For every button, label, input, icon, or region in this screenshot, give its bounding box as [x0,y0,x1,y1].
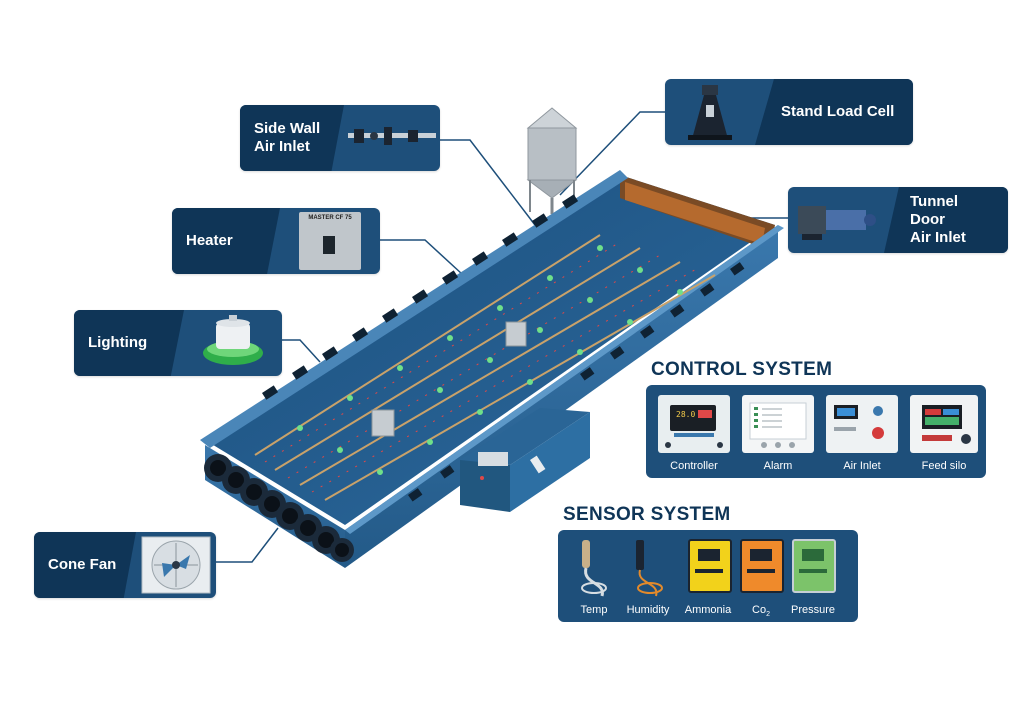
controller-icon: 28.0 [665,405,723,448]
temp-caption: Temp [580,604,608,616]
heater-unit [505,321,527,347]
callout-side-wall-air-inlet: Side Wall Air Inlet [240,105,440,171]
side-wall-air-inlet-label: Side Wall Air Inlet [254,120,321,155]
lamp-icon [203,315,263,365]
ammonia-sensor-icon [688,539,732,593]
controller-card: 28.0 [658,395,730,453]
air-inlet-controller-card [826,395,898,453]
callout-tunnel-door-air-inlet: Tunnel Door Air Inlet [788,187,1008,253]
svg-text:28.0: 28.0 [676,410,695,419]
heater-icon: MASTER CF 75 [299,212,361,270]
feeder-lines [254,234,716,501]
co2-label: Co [752,604,767,616]
leader-lines [216,111,788,563]
feed-silo-caption: Feed silo [921,460,967,472]
lighting-label: Lighting [88,334,148,351]
stand-load-cell-label: Stand Load Cell [781,103,895,120]
alarm-caption: Alarm [763,460,793,472]
feed-silo-controller-card [910,395,978,453]
sensor-system-panel: Temp Humidity Ammonia Co2 Pressure [558,530,858,622]
front-wall-inlets [407,262,745,502]
ammonia-caption: Ammonia [684,604,732,616]
fan-icon [141,536,211,594]
alarm-icon [749,402,807,448]
co2-caption: Co2 [738,604,784,618]
drinker-lines [264,241,699,493]
callout-cone-fan: Cone Fan [34,532,216,598]
air-inlet-controller-icon [834,405,884,439]
pressure-caption: Pressure [790,604,836,616]
co2-sensor-icon [740,539,784,593]
air-inlet-icon [348,127,436,145]
tunnel-door-air-inlet-label: Tunnel Door Air Inlet [910,193,966,246]
feed-silo [526,107,578,214]
barn-side-wall [200,170,628,448]
control-room [460,408,590,512]
controller-caption: Controller [670,460,718,472]
sensor-system-title: SENSOR SYSTEM [563,504,731,525]
side-wall-inlets [261,194,579,400]
light-bulbs [297,245,683,475]
heater-unit [371,409,395,437]
callout-stand-load-cell: Stand Load Cell [665,79,913,145]
tunnel-door-icon [798,206,876,240]
control-system-title: CONTROL SYSTEM [651,359,833,380]
humidity-caption: Humidity [626,604,670,616]
cone-fan-label: Cone Fan [48,556,117,573]
callout-heater: Heater MASTER CF 75 [172,208,380,274]
callout-lighting: Lighting [74,310,282,376]
control-system-panel: 28.0 Controller Alarm Air Inlet [646,385,986,478]
pressure-sensor-icon [792,539,836,593]
heater-label: Heater [186,232,233,249]
co2-subscript: 2 [766,611,770,619]
heater-panel-text: MASTER CF 75 [308,215,352,221]
alarm-card [742,395,814,453]
fan-bank [204,454,354,562]
feed-silo-controller-icon [922,405,971,444]
barn-floor [205,175,775,525]
temp-probe-icon [581,540,607,597]
humidity-probe-icon [636,540,663,597]
air-inlet-caption: Air Inlet [843,460,881,472]
load-cell-icon [688,85,732,140]
